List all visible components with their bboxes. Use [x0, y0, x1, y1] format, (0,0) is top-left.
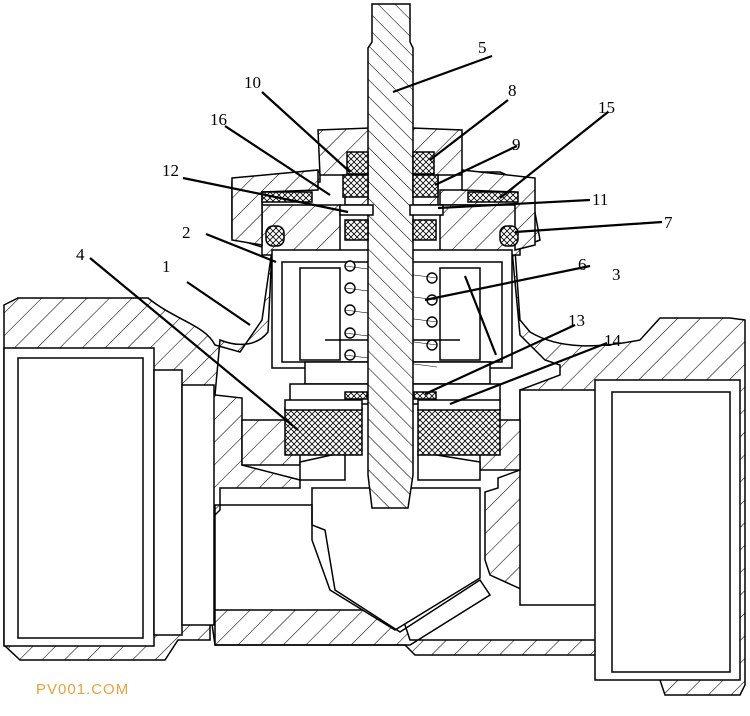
gland-packing: [339, 151, 444, 241]
part-label-13: 13: [568, 311, 585, 330]
valve-disc: [241, 399, 521, 481]
watermark: PV001.COM: [36, 681, 129, 698]
inlet-port-cavity: [3, 347, 215, 647]
part-label-1: 1: [162, 257, 171, 276]
part-label-15: 15: [598, 98, 615, 117]
part-label-2: 2: [182, 223, 191, 242]
o-rings: [261, 191, 519, 247]
part-label-7: 7: [664, 213, 673, 232]
valve-stem: [367, 3, 414, 509]
part-label-4: 4: [76, 245, 85, 264]
part-label-3: 3: [612, 265, 621, 284]
part-label-10: 10: [244, 73, 261, 92]
leader-lines: [89, 54, 663, 431]
part-label-16: 16: [210, 110, 227, 129]
part-numbers: 1 2 3 4 5 6 7 8 9 10 11 12 13 14 15 16: [76, 38, 673, 350]
part-label-9: 9: [512, 135, 521, 154]
part-label-8: 8: [508, 81, 517, 100]
part-label-12: 12: [162, 161, 179, 180]
washers: [344, 391, 437, 400]
outlet-port-cavity: [519, 379, 741, 681]
flow-passage: [214, 487, 492, 646]
part-label-14: 14: [604, 331, 622, 350]
part-label-5: 5: [478, 38, 487, 57]
part-label-6: 6: [578, 255, 587, 274]
part-label-11: 11: [592, 190, 608, 209]
